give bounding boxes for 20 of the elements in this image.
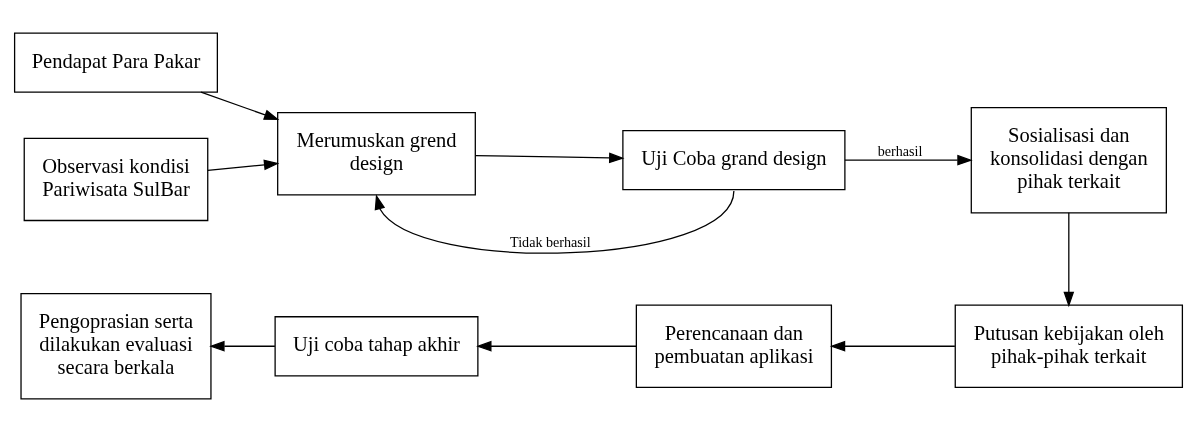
- edge-label: berhasil: [877, 143, 923, 160]
- arrow: [209, 340, 276, 352]
- node-box: Sosialisasi dan konsolidasi dengan pihak terkait: [970, 106, 1167, 214]
- arrow: [475, 152, 625, 164]
- node-box: Putusan kebijakan oleh pihak-pihak terkait: [954, 304, 1184, 388]
- node-box: Pengoprasian serta dilakukan evaluasi secara berkala: [20, 293, 212, 400]
- arrow: [207, 159, 280, 172]
- node-box: Uji Coba grand design: [622, 130, 846, 191]
- edge-label: Tidak berhasil: [510, 234, 591, 251]
- arrow: [476, 340, 637, 352]
- node-box: Pendapat Para Pakar: [13, 32, 218, 93]
- node-box: Observasi kondisi Pariwisata SulBar: [23, 137, 209, 222]
- arrow: [1063, 212, 1075, 308]
- arrow: [200, 91, 280, 120]
- arrow: [844, 154, 973, 166]
- node-box: Uji coba tahap akhir: [274, 316, 479, 377]
- node-box: Merumuskan grend design: [277, 112, 476, 196]
- node-box: Perencanaan dan pembuatan aplikasi: [635, 304, 833, 388]
- arrow: [374, 190, 735, 254]
- arrow: [829, 340, 956, 352]
